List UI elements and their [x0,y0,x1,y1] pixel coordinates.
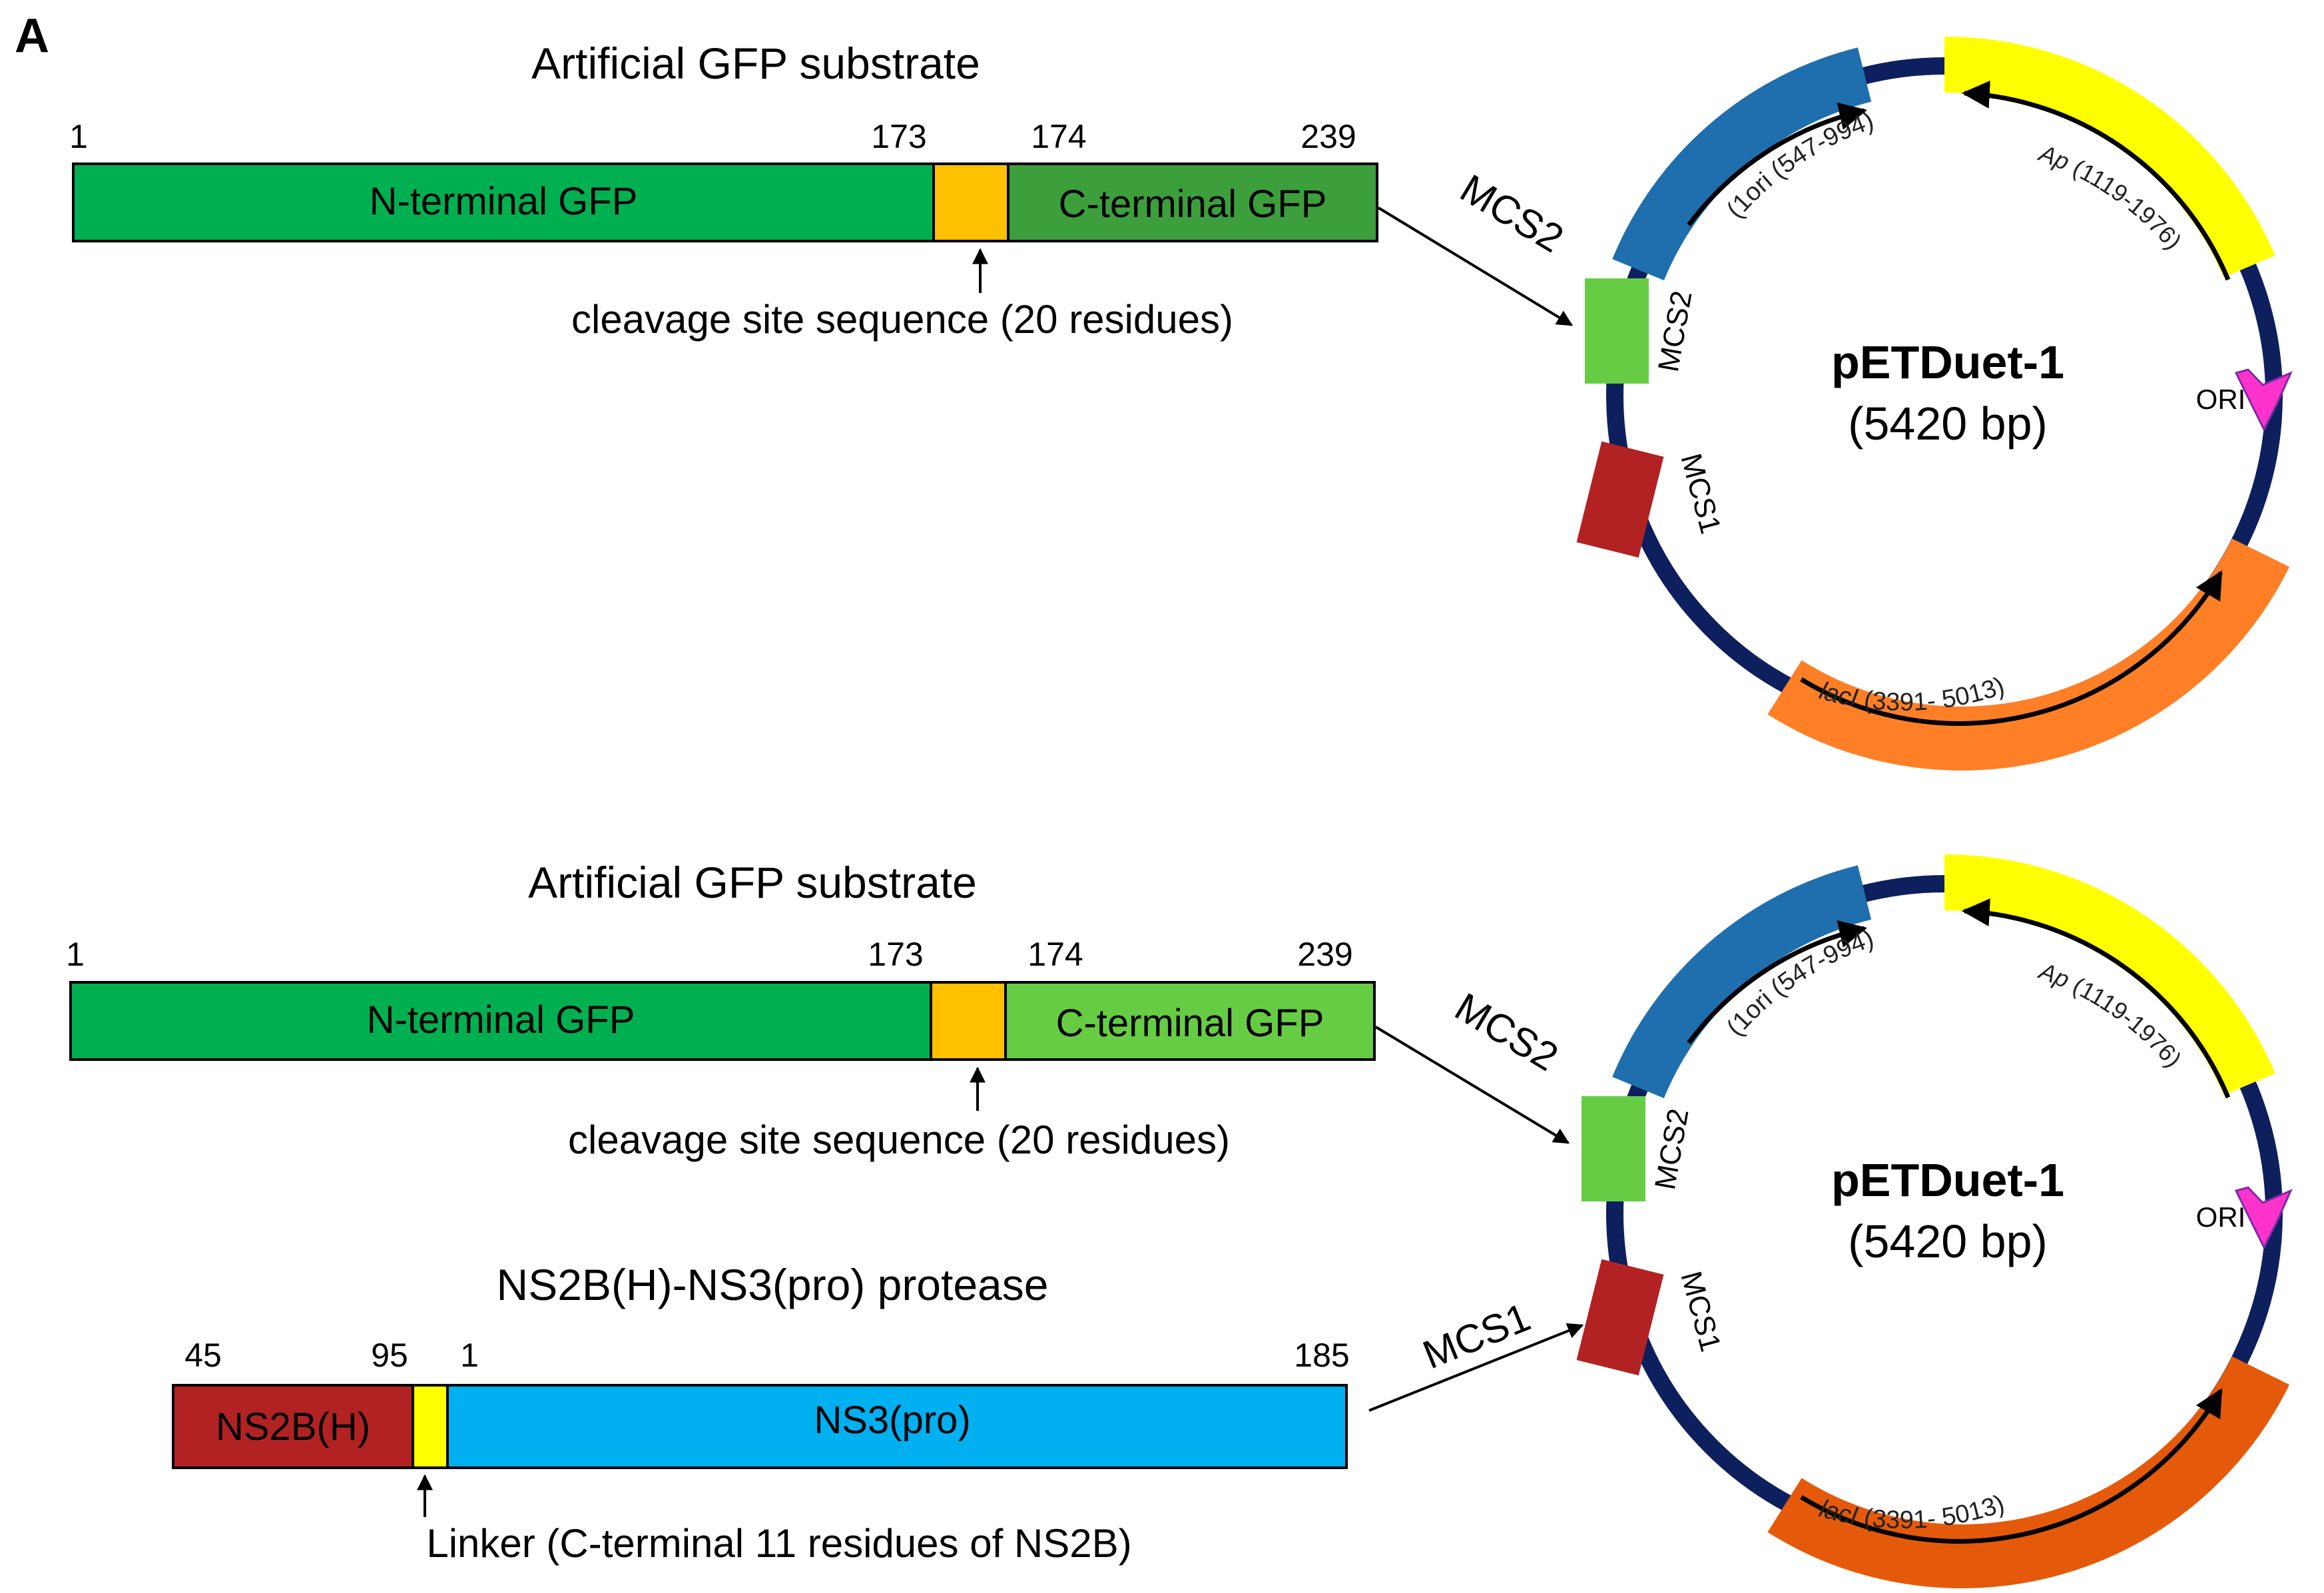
top-pos-239: 239 [1301,118,1356,155]
bottom-pos-1: 1 [66,936,85,973]
ns2b-bar [172,1384,414,1469]
bottom-ori-label: ORI [2196,1201,2246,1233]
top-cleavage-site [932,162,1010,242]
top-construct: Artificial GFP substrate 1 173 174 239 N… [69,39,1574,342]
panel-label: A [15,9,49,63]
linker-label: Linker (C-terminal 11 residues of NS2B) [426,1521,1131,1566]
top-mcs1-label: MCS1 [1675,450,1727,537]
ns3-bar [446,1384,1348,1469]
top-plasmid: ORI MCS2 MCS1 (1ori (547-994) Ap (1119-1… [1576,36,2293,771]
top-ngfp-label: N-terminal GFP [370,180,638,223]
top-pos-173: 173 [871,118,926,155]
protease-pos-45: 45 [184,1337,222,1374]
bottom-ngfp-bar [69,981,932,1061]
bottom-pos-173: 173 [868,936,923,973]
top-tori-gene [1612,47,1872,281]
top-ori-label: ORI [2196,384,2246,415]
ns3-label: NS3(pro) [814,1399,970,1442]
bottom-cgfp-label: C-terminal GFP [1056,1002,1324,1045]
linker-bar [412,1384,449,1469]
top-laci-gene [1767,538,2290,771]
bottom-plasmid-size: (5420 bp) [1848,1215,2048,1267]
bottom-ap-arrow [1961,898,2231,1099]
bottom-plasmid: ORI MCS2 MCS1 (1ori (547-994) Ap (1119-1… [1576,854,2293,1588]
protease-mcs1-arrow-label: MCS1 [1416,1295,1536,1378]
bottom-construct-title: Artificial GFP substrate [528,858,977,907]
top-pos-1: 1 [69,118,88,155]
bottom-cgfp-bar [1004,981,1376,1061]
bottom-mcs1-box [1576,1259,1664,1376]
top-ori-marker-icon [2234,368,2293,432]
top-pos-174: 174 [1031,118,1086,155]
protease-pos-95: 95 [371,1337,408,1374]
bottom-laci-arrow [1800,1388,2223,1544]
top-laci-arrow [1800,570,2223,726]
bottom-ori-marker-icon [2234,1186,2293,1250]
bottom-mcs1-label: MCS1 [1675,1268,1727,1355]
bottom-pos-174: 174 [1027,936,1083,973]
ns2b-label: NS2B(H) [216,1405,370,1448]
protease-mcs1-arrow [1368,1323,1584,1412]
top-ngfp-bar [72,162,935,242]
top-cgfp-bar [1007,162,1378,242]
top-construct-title: Artificial GFP substrate [531,39,980,88]
protease-pos-185: 185 [1294,1337,1349,1374]
top-ap-arrow [1961,81,2231,281]
bottom-ngfp-label: N-terminal GFP [367,998,635,1042]
bottom-tori-gene [1612,865,1872,1099]
top-mcs2-arrow-label: MCS2 [1453,166,1571,261]
bottom-mcs2-arrow-label: MCS2 [1448,984,1566,1080]
top-ap-gene [1944,36,2275,278]
bottom-mcs2-arrow [1374,1026,1570,1144]
top-tori-arrow [1687,102,1868,227]
bottom-cleavage-site [930,981,1007,1061]
protease-title: NS2B(H)-NS3(pro) protease [497,1260,1049,1309]
bottom-tori-arrow [1687,920,1868,1045]
protease-pos-1: 1 [460,1337,479,1374]
top-cgfp-label: C-terminal GFP [1059,182,1327,226]
bottom-construct: Artificial GFP substrate 1 173 174 239 N… [66,858,1584,1566]
bottom-cleavage-label: cleavage site sequence (20 residues) [568,1117,1230,1162]
top-plasmid-size: (5420 bp) [1848,398,2048,450]
top-mcs2-arrow [1377,206,1574,326]
bottom-mcs2-label: MCS2 [1649,1106,1695,1192]
bottom-pos-239: 239 [1297,936,1352,973]
top-plasmid-name: pETDuet-1 [1831,336,2064,388]
bottom-ap-gene [1944,854,2275,1096]
bottom-laci-gene [1767,1356,2290,1588]
top-cleavage-label: cleavage site sequence (20 residues) [571,297,1233,342]
bottom-mcs2-box [1582,1096,1645,1201]
top-mcs2-label: MCS2 [1652,288,1698,374]
top-mcs1-box [1576,441,1664,558]
bottom-plasmid-name: pETDuet-1 [1831,1154,2064,1206]
top-mcs2-box [1585,278,1649,384]
